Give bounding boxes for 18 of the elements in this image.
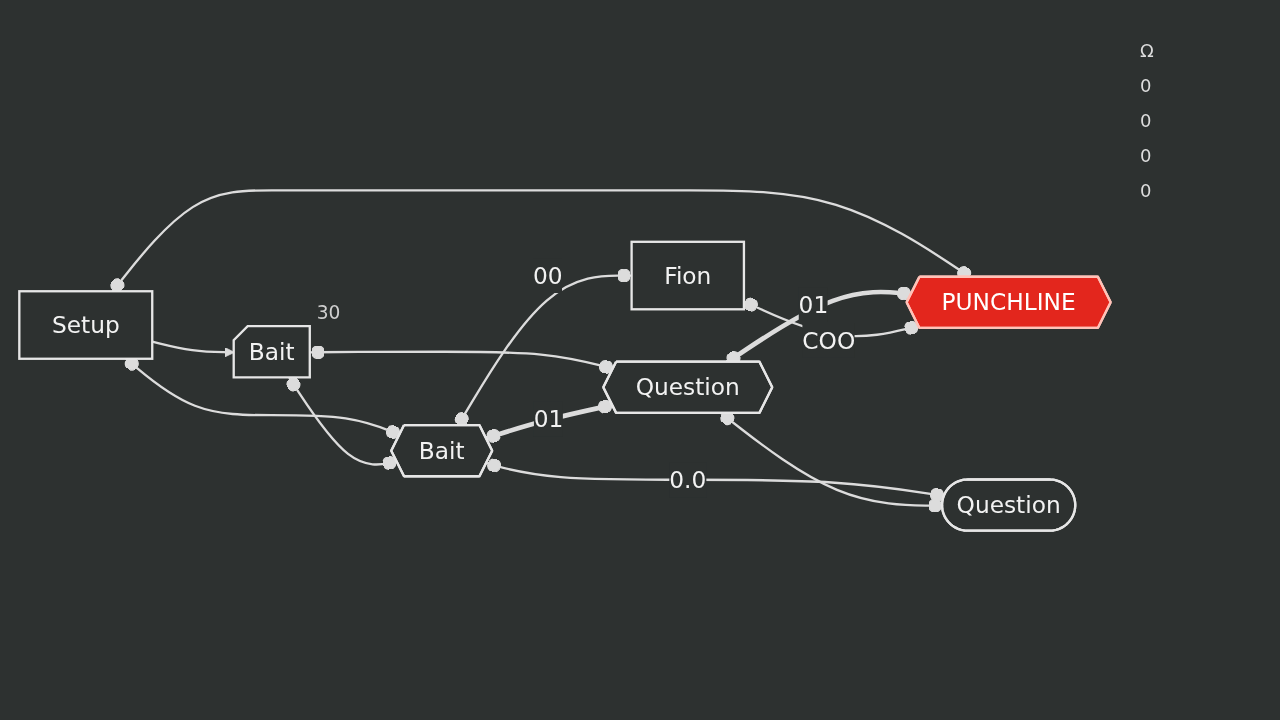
callout-number: 0 <box>1140 110 1152 131</box>
connector <box>486 457 945 502</box>
connector <box>286 376 398 470</box>
callout-number: 0 <box>1140 145 1152 166</box>
edge-label: 00 <box>532 261 563 290</box>
node-box: Setup <box>18 289 154 360</box>
callout-number: Ω <box>1140 40 1154 61</box>
callout-number: 0 <box>1140 75 1152 96</box>
connector <box>310 344 614 374</box>
edge-label: 01 <box>798 290 829 319</box>
node-box: Fion <box>630 240 746 310</box>
node-note: 30 <box>316 301 341 323</box>
edge-label: 0.0 <box>669 465 707 494</box>
edge-label: 01 <box>533 404 564 433</box>
connector <box>485 399 613 443</box>
callout-number: 0 <box>1140 180 1152 201</box>
edge-label: COO <box>802 325 856 354</box>
connector <box>110 188 972 292</box>
